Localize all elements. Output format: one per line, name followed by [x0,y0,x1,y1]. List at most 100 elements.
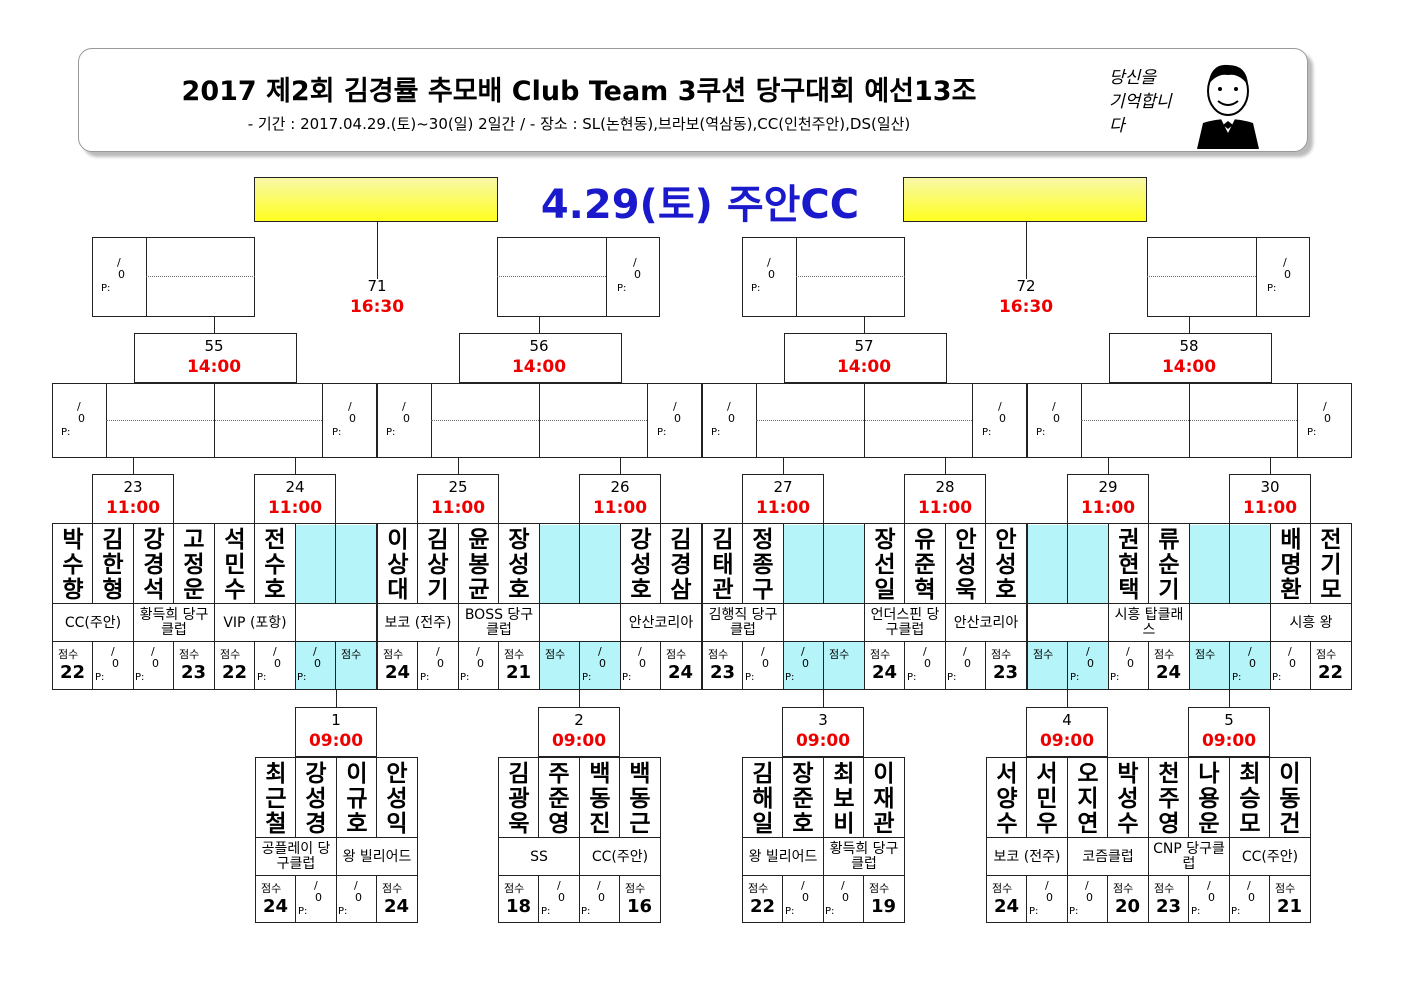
match-72-divider [1256,237,1257,317]
match-2-score-1: 18 [506,896,532,917]
match-23-club-1: CC(주안) [64,614,122,631]
match-29-mark-2-p: P: [1110,672,1120,683]
match-28-mark-1-p: P: [907,672,917,683]
match-56-divider-c [647,383,648,458]
match-3-team-2-player-1-char: 비 [833,810,855,837]
match-3-number: 3 [818,711,828,729]
match-3-mark-1-zero: 0 [802,891,809,904]
match-27-mark-2-slash: / [801,645,805,658]
match-1-team-1-player-divider [295,757,296,837]
match-26-team-1-player-divider [579,523,580,603]
match-4-team-1-player-1-char: 수 [996,810,1018,837]
match-3-team-1-player-divider [782,757,783,837]
match-58-time: 14:00 [1161,357,1217,377]
match-24-team-2-player-divider [335,523,336,603]
match-29-mark-2-zero: 0 [1127,657,1134,670]
match-26-team-2-player-1-char: 성 [630,551,652,578]
match-3-mark-1-p: P: [785,906,795,917]
match-26-team-2-player-2-char: 김 [670,526,692,553]
match-4-team-2-player-2-char: 수 [1117,810,1139,837]
match-3-team-1-player-2-char: 장 [792,760,814,787]
match-28-number: 28 [935,478,955,496]
portrait-icon [1197,64,1259,149]
match-28-time: 11:00 [917,498,973,518]
match-72-dotted [1147,276,1256,277]
match-30-mark-2-slash: / [1288,645,1292,658]
match-26-up [620,458,621,474]
match-26-score-2: 24 [668,662,694,683]
match-56-left-slash: / [402,400,406,413]
match-30-team-2-player-divider [1310,523,1311,603]
match-5-mark-2-zero: 0 [1248,891,1255,904]
match-23-score-div [92,641,93,690]
match-1-score-div [376,875,377,923]
match-23-score-label-2: 점수 [179,648,200,661]
match-5-score-label-2: 점수 [1275,882,1296,895]
match-29-mark-2-slash: / [1126,645,1130,658]
match-4-mark-2-slash: / [1085,879,1089,892]
match-24-team-1-player-2-char: 수 [264,551,286,578]
yellow-banner-right [903,177,1147,222]
match-27-mark-1-p: P: [745,672,755,683]
match-3-mark-1-slash: / [801,879,805,892]
match-28-team-1-player-1-char: 선 [874,551,896,578]
match-29-mark-1-zero: 0 [1087,657,1094,670]
match-3-mid [823,757,824,923]
match-30-score-label-1: 점수 [1195,648,1216,661]
memorial-logo: 당신을 기억합니다 [1109,67,1187,138]
match-30-team-1-empty-top [1190,525,1270,604]
match-3-score-div [782,875,783,923]
match-26-time: 11:00 [592,498,648,518]
match-28-team-2-player-1-char: 안 [955,526,977,553]
match-25-label-box [417,474,499,524]
match-1-team-2-club: 왕 빌리어드 [342,848,412,865]
match-25-score-2: 21 [506,662,532,683]
match-4-team-1-player-2-char: 서 [1036,760,1058,787]
match-72-right-zero: 0 [1284,268,1291,281]
match-26-number: 26 [610,478,630,496]
match-23-team-2-player-2-char: 정 [183,551,205,578]
match-2-team-1-player-1-char: 김 [508,760,530,787]
match-2-team-2-player-2-char: 근 [629,810,651,837]
match-58-divider-c [1297,383,1298,458]
match-30-label-box [1229,474,1311,524]
match-25-score-div [417,641,418,690]
match-1-team-2-player-divider [376,757,377,837]
match-23-team-2-player-2-char: 운 [183,576,205,603]
match-56-number: 56 [529,337,549,355]
match-72-box-right [1147,237,1310,317]
match-3-team-2-player-1-char: 보 [833,785,855,812]
match-57-right-p: P: [982,427,992,438]
match-29-score-div [1148,641,1149,690]
match-28-team-1-player-2-char: 유 [914,526,936,553]
match-28-mark-2-p: P: [947,672,957,683]
match-26-team-2-player-1-char: 호 [630,576,652,603]
match-28-mark-1-slash: / [923,645,927,658]
match-58-left-zero: 0 [1053,412,1060,425]
match-2-team-2-player-divider [619,757,620,837]
match-25-team-2-player-1-char: 봉 [468,551,490,578]
match-28-team-1-player-2-char: 준 [914,551,936,578]
match-24-team-1-player-2-char: 전 [264,526,286,553]
match-27-number: 27 [773,478,793,496]
match-71-divider [606,237,607,317]
match-1-team-1-player-1-char: 최 [265,760,287,787]
match-3-team-2-player-divider [863,757,864,837]
match-5-number: 5 [1224,711,1234,729]
match-1-mid [336,757,337,923]
match-1-score-label-2: 점수 [382,882,403,895]
match-28-team-2-player-2-char: 성 [995,551,1017,578]
match-56-right-zero: 0 [674,412,681,425]
match-25-number: 25 [448,478,468,496]
